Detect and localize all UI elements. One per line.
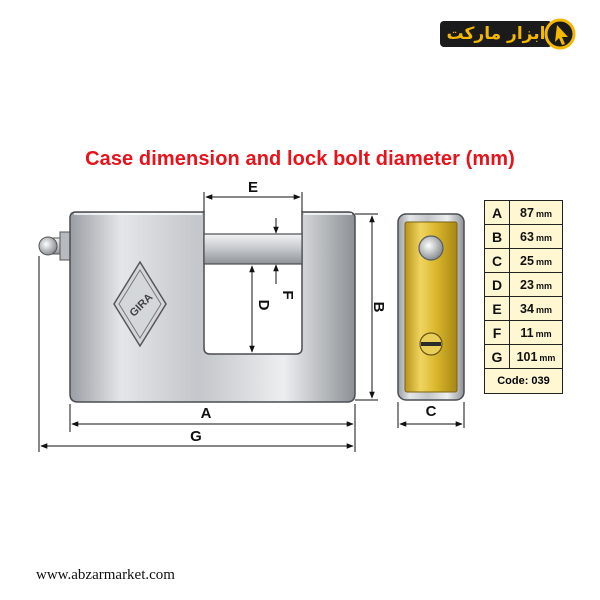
dimension-key: E bbox=[484, 296, 510, 321]
gira-emblem: GIRA bbox=[113, 260, 167, 348]
dimension-key: A bbox=[484, 200, 510, 225]
product-code: Code: 039 bbox=[484, 368, 563, 394]
label-d: D bbox=[255, 300, 272, 311]
dimension-unit: mm bbox=[535, 256, 552, 267]
label-e: E bbox=[248, 179, 258, 196]
dimension-key: F bbox=[484, 320, 510, 345]
dimension-key: C bbox=[484, 248, 510, 273]
page-title: Case dimension and lock bolt diameter (m… bbox=[85, 148, 515, 170]
dimension-unit: mm bbox=[535, 328, 552, 339]
dimension-key: D bbox=[484, 272, 510, 297]
label-f: F bbox=[279, 290, 296, 299]
dimension-unit: mm bbox=[539, 352, 556, 363]
side-view bbox=[397, 213, 465, 401]
dimension-value: 34 bbox=[520, 301, 534, 316]
dimension-value: 101 bbox=[516, 349, 538, 364]
dimension-value: 23 bbox=[520, 277, 534, 292]
dimension-value: 25 bbox=[520, 253, 534, 268]
dimension-unit: mm bbox=[535, 232, 552, 243]
dimension-key: G bbox=[484, 344, 510, 369]
label-c: C bbox=[426, 403, 437, 420]
logo-cursor-icon bbox=[544, 18, 576, 50]
brand-logo: ابزار مارکت bbox=[440, 12, 578, 56]
logo-text: ابزار مارکت bbox=[440, 21, 552, 47]
label-a: A bbox=[201, 405, 212, 422]
website-url: www.abzarmarket.com bbox=[36, 567, 175, 583]
bolt-hole-icon bbox=[418, 235, 444, 261]
dimension-value: 87 bbox=[520, 205, 534, 220]
label-b: B bbox=[370, 302, 387, 313]
dimension-value: 63 bbox=[520, 229, 534, 244]
side-bolt bbox=[38, 231, 71, 261]
table-row: Code: 039 bbox=[484, 368, 563, 394]
label-g: G bbox=[190, 428, 202, 445]
dimension-unit: mm bbox=[535, 304, 552, 315]
dimension-value: 11 bbox=[520, 325, 534, 340]
lock-bolt bbox=[203, 233, 303, 265]
dimension-key: B bbox=[484, 224, 510, 249]
dimension-unit: mm bbox=[535, 208, 552, 219]
dimension-unit: mm bbox=[535, 280, 552, 291]
